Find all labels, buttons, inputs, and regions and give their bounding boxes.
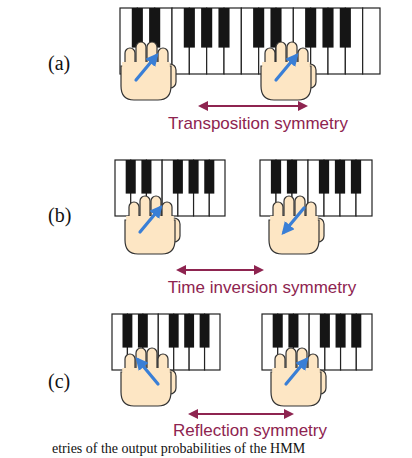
black-key xyxy=(184,314,194,348)
black-key xyxy=(322,8,333,48)
motion-arrow xyxy=(286,360,306,384)
black-key xyxy=(200,314,210,348)
panel-label: (c) xyxy=(48,370,70,393)
panel-label: (b) xyxy=(48,204,71,227)
hand xyxy=(269,196,324,254)
symmetry-label: Time inversion symmetry xyxy=(168,278,356,298)
double-arrow xyxy=(200,105,306,107)
figure-caption: etries of the output probabilities of th… xyxy=(52,441,305,457)
hand xyxy=(125,196,180,254)
black-key xyxy=(288,314,298,348)
black-key xyxy=(305,8,316,48)
panel-label: (a) xyxy=(48,52,70,75)
black-key xyxy=(201,8,212,48)
hand xyxy=(261,42,316,100)
palm xyxy=(125,220,175,254)
double-arrow xyxy=(190,413,292,415)
motion-arrow xyxy=(284,208,304,232)
symmetry-label: Transposition symmetry xyxy=(168,114,348,134)
hand xyxy=(121,42,176,100)
black-key xyxy=(189,160,199,194)
white-key xyxy=(363,8,380,74)
motion-arrow xyxy=(138,360,158,384)
black-key xyxy=(218,8,229,48)
black-key xyxy=(184,8,195,48)
black-key xyxy=(273,314,283,348)
black-key xyxy=(319,160,329,194)
black-key xyxy=(126,160,136,194)
palm xyxy=(269,220,319,254)
black-key xyxy=(122,314,132,348)
motion-arrow xyxy=(136,56,156,80)
black-key xyxy=(320,314,330,348)
black-key xyxy=(287,160,297,194)
black-key xyxy=(335,160,345,194)
black-key xyxy=(173,160,183,194)
double-arrow xyxy=(178,269,262,271)
black-key xyxy=(253,8,264,48)
hand xyxy=(121,348,176,406)
black-key xyxy=(351,160,361,194)
black-key xyxy=(351,314,361,348)
palm xyxy=(121,372,171,406)
motion-arrow xyxy=(276,56,296,80)
black-key xyxy=(204,160,214,194)
motion-arrow xyxy=(140,208,160,232)
black-key xyxy=(336,314,346,348)
palm xyxy=(261,66,311,100)
black-key xyxy=(271,160,281,194)
symmetry-label: Reflection symmetry xyxy=(173,421,327,441)
palm xyxy=(121,66,171,100)
palm xyxy=(271,372,321,406)
black-key xyxy=(340,8,351,48)
black-key xyxy=(169,314,179,348)
black-key xyxy=(141,160,151,194)
black-key xyxy=(138,314,148,348)
piano-keyboard xyxy=(120,8,380,74)
hand xyxy=(271,348,326,406)
